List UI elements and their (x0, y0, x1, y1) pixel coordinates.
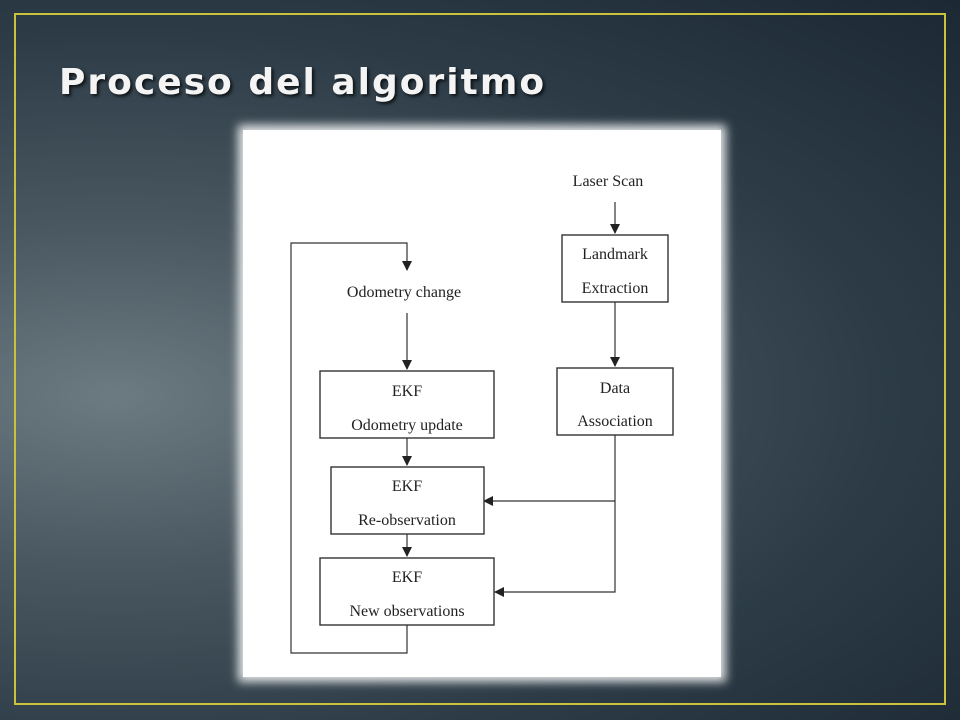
ekf-new-observations-box: EKF New observations (319, 557, 495, 626)
ekf-odometry-update-line2: Odometry update (351, 417, 463, 434)
odometry-change-label: Odometry change (347, 284, 461, 301)
landmark-extraction-line2: Extraction (582, 280, 649, 297)
ekf-reobservation-line2: Re-observation (358, 512, 456, 529)
landmark-extraction-line1: Landmark (582, 246, 648, 263)
data-association-line2: Association (577, 413, 653, 430)
landmark-extraction-box: Landmark Extraction (561, 234, 669, 303)
slide-title: Proceso del algoritmo (59, 62, 547, 103)
flowchart-svg: Laser Scan Landmark Extraction Data Asso… (290, 173, 674, 654)
ekf-odometry-update-line1: EKF (392, 383, 422, 400)
ekf-new-observations-line1: EKF (392, 569, 422, 586)
ekf-new-observations-line2: New observations (349, 603, 464, 620)
ekf-odometry-update-box: EKF Odometry update (319, 370, 495, 439)
laser-scan-label: Laser Scan (573, 173, 644, 190)
arrow-data-association-to-new-observations (494, 501, 616, 597)
ekf-reobservation-line1: EKF (392, 478, 422, 495)
slide-frame (14, 13, 946, 705)
data-association-line1: Data (600, 380, 630, 397)
data-association-box: Data Association (556, 367, 674, 436)
arrow-data-association-to-reobservation (483, 435, 616, 506)
ekf-reobservation-box: EKF Re-observation (330, 466, 485, 535)
feedback-loop-arrow (290, 242, 412, 654)
flowchart-image: Laser Scan Landmark Extraction Data Asso… (243, 130, 721, 677)
